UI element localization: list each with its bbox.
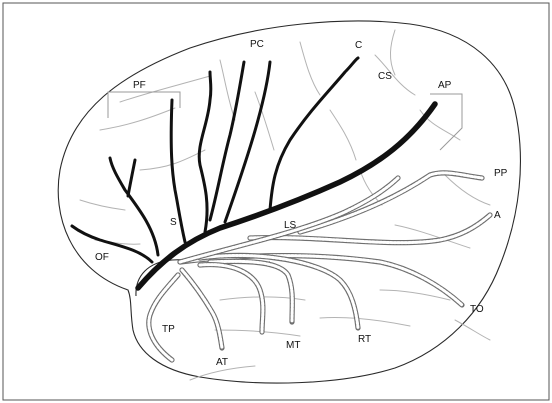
- label-to: TO: [470, 304, 484, 315]
- labels: PC C CS PF AP PP A S LS OF TO TP AT MT R…: [95, 39, 508, 368]
- label-cs: CS: [378, 71, 392, 82]
- label-at: AT: [216, 357, 228, 368]
- branch-pf-2: [128, 160, 135, 196]
- branch-pc-2: [210, 62, 244, 220]
- label-pc: PC: [250, 39, 264, 50]
- label-s: S: [170, 217, 177, 228]
- pale-branches: [149, 173, 490, 360]
- label-rt: RT: [358, 334, 371, 345]
- branch-tp: [149, 275, 178, 360]
- label-c: C: [355, 40, 362, 51]
- branch-pc-3: [225, 62, 270, 222]
- label-pf: PF: [133, 80, 146, 91]
- label-of: OF: [95, 252, 109, 263]
- label-a: A: [494, 210, 501, 221]
- label-pp: PP: [494, 168, 508, 179]
- branch-at: [182, 270, 222, 348]
- label-ap: AP: [438, 80, 452, 91]
- label-ls: LS: [284, 220, 297, 231]
- pf-bracket: [108, 92, 180, 118]
- label-mt: MT: [286, 340, 300, 351]
- branch-mt: [210, 261, 292, 322]
- label-tp: TP: [162, 324, 175, 335]
